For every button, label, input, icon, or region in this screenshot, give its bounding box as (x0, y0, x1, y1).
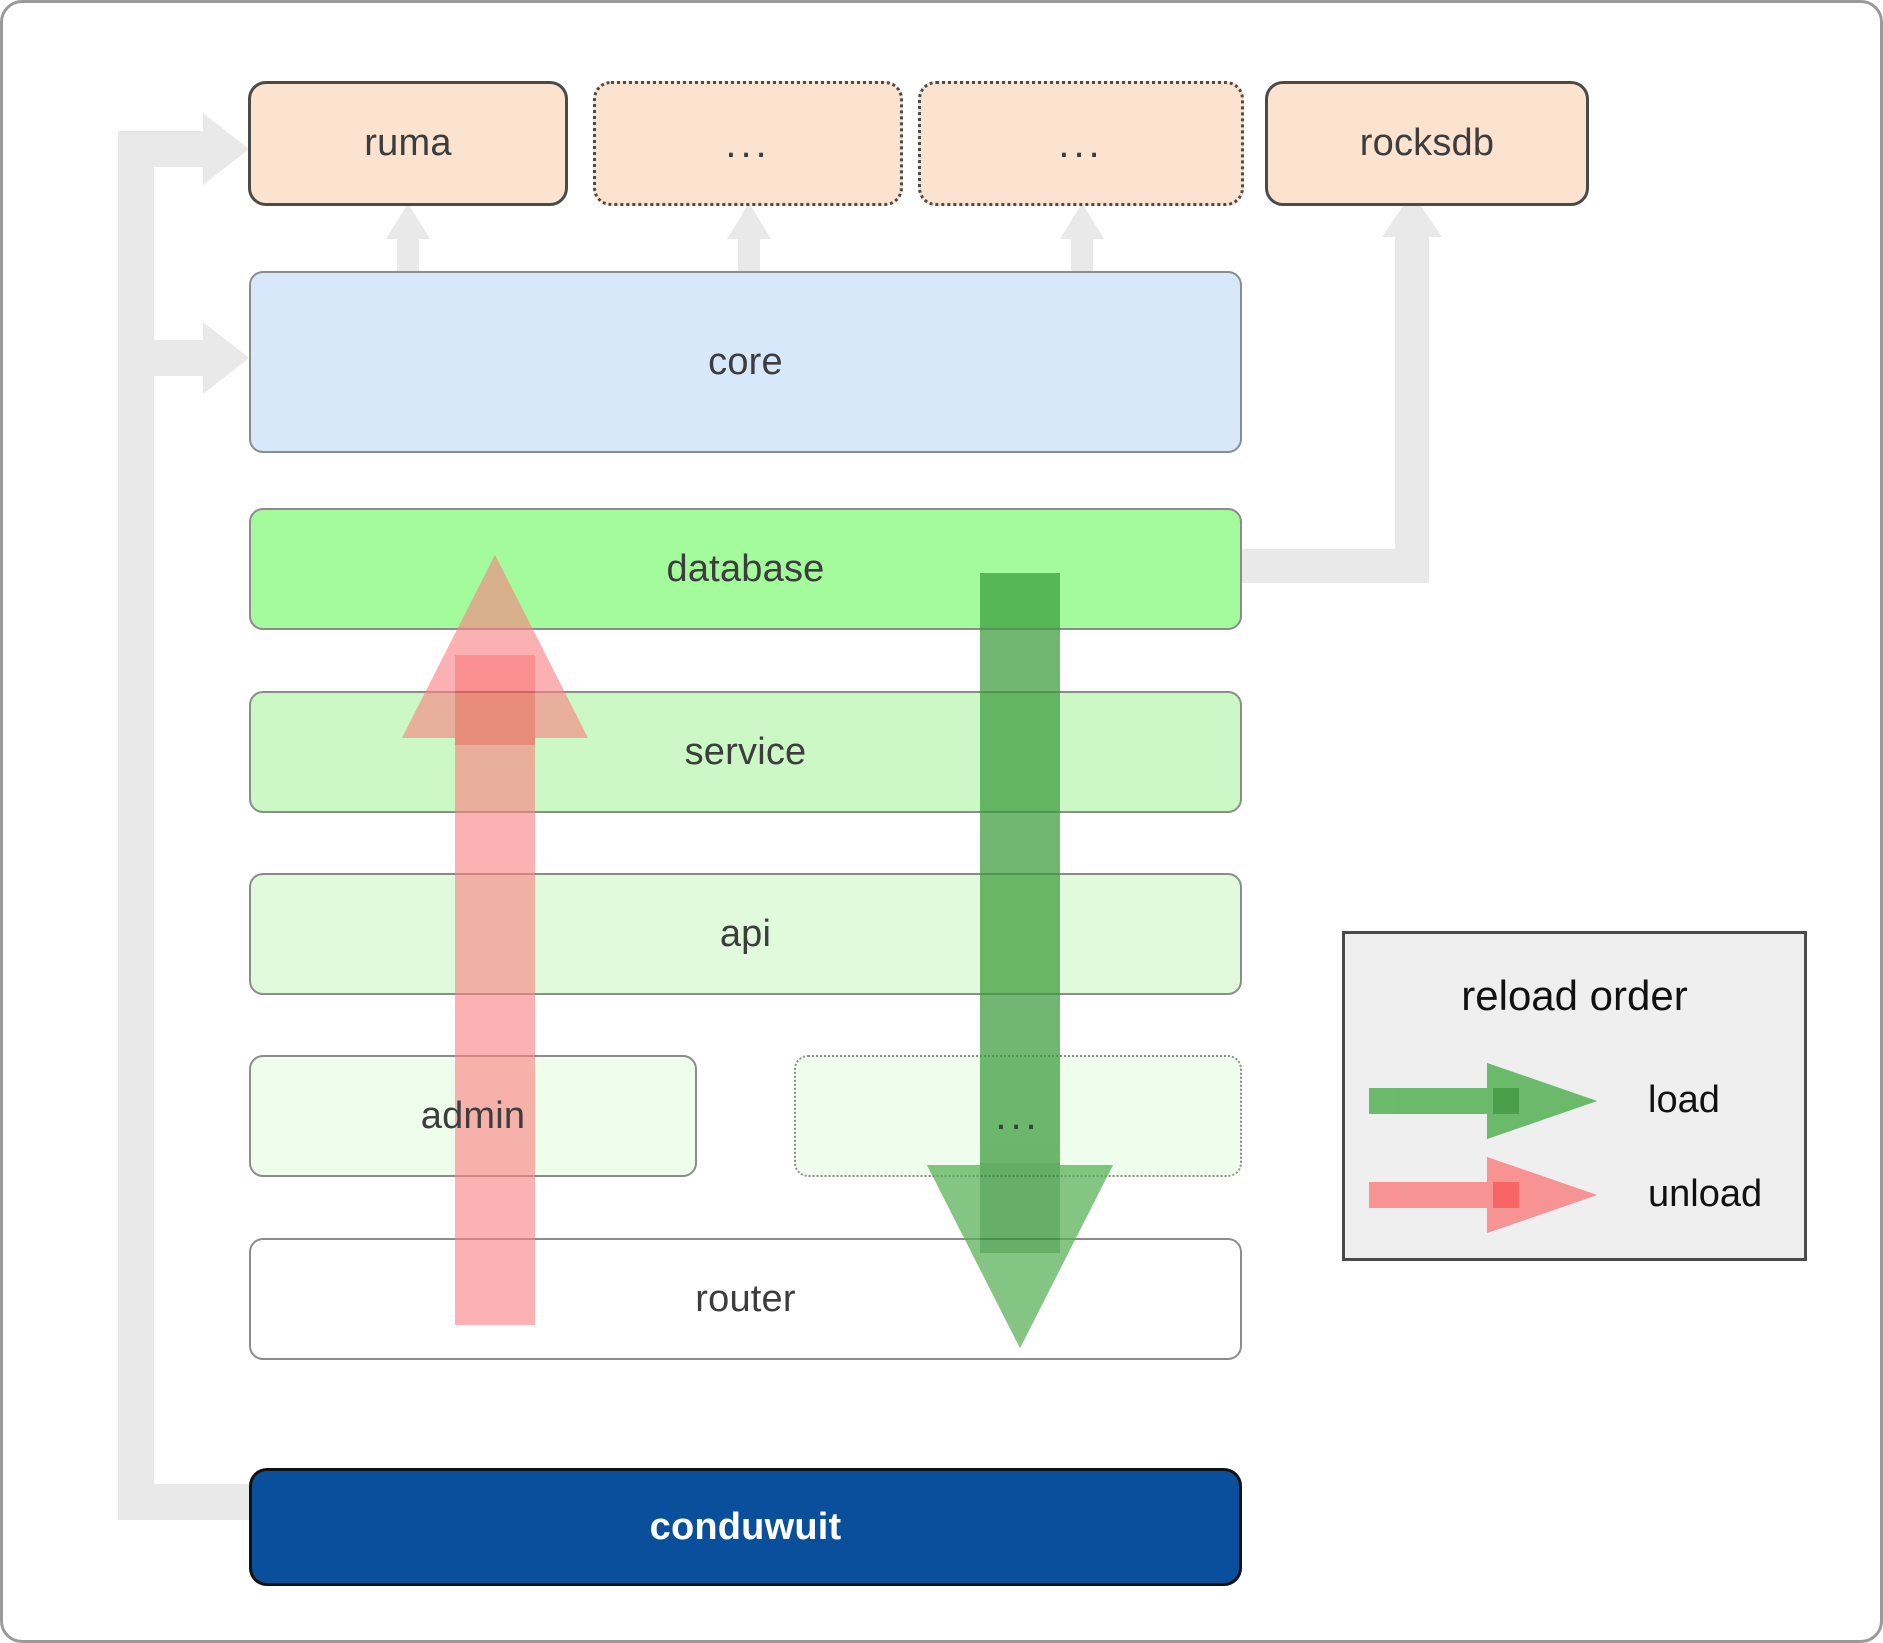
layer-box-router[interactable]: router (249, 1238, 1242, 1360)
dependency-box-rocksdb[interactable]: rocksdb (1265, 81, 1589, 206)
wire-left-to-conduwuit (118, 1484, 258, 1520)
reload-order-arrows (402, 555, 1113, 1348)
binary-box-conduwuit[interactable]: conduwuit (249, 1468, 1242, 1586)
legend-load-arrow-icon (1369, 1063, 1597, 1139)
wire-arrow-core-dep2-icon (727, 203, 771, 239)
layer-box-more[interactable]: ... (794, 1055, 1242, 1177)
layer-label-database: database (666, 547, 825, 590)
layer-label-more: ... (995, 1094, 1041, 1138)
legend-title: reload order (1461, 972, 1688, 1019)
layer-box-admin[interactable]: admin (249, 1055, 697, 1177)
legend-panel: reload order load unload (1342, 931, 1807, 1261)
dependency-box-3[interactable]: ... (918, 81, 1244, 206)
wire-core-to-dep3 (1071, 231, 1093, 279)
dependency-label-rocksdb: rocksdb (1359, 122, 1495, 164)
dependency-box-ruma[interactable]: ruma (248, 81, 568, 206)
layer-label-service: service (684, 730, 807, 773)
layer-box-database[interactable]: database (249, 508, 1242, 630)
wire-arrow-core-dep3-icon (1060, 203, 1104, 239)
dependency-label-2: ... (725, 121, 771, 166)
wire-right-spine (1395, 228, 1429, 583)
legend-load-label: load (1648, 1079, 1720, 1121)
wire-core-to-dep2 (738, 231, 760, 279)
layer-label-admin: admin (420, 1094, 526, 1137)
wire-arrow-to-core-icon (203, 322, 249, 394)
layer-label-router: router (695, 1277, 796, 1320)
layer-label-api: api (719, 912, 772, 955)
wire-arrow-core-ruma-icon (386, 203, 430, 239)
layer-box-api[interactable]: api (249, 873, 1242, 995)
legend-unload-label: unload (1648, 1173, 1763, 1215)
layer-box-core[interactable]: core (249, 271, 1242, 453)
wire-left-to-ruma (118, 131, 218, 167)
binary-label-conduwuit: conduwuit (649, 1505, 842, 1548)
dependency-label-3: ... (1058, 121, 1104, 166)
layer-label-core: core (708, 340, 783, 383)
wire-arrow-to-ruma-icon (203, 113, 249, 185)
wire-core-to-ruma (397, 231, 419, 279)
layer-box-service[interactable]: service (249, 691, 1242, 813)
legend-unload-arrow-icon (1369, 1157, 1597, 1233)
dependency-label-ruma: ruma (364, 122, 452, 164)
dependency-box-2[interactable]: ... (593, 81, 903, 206)
